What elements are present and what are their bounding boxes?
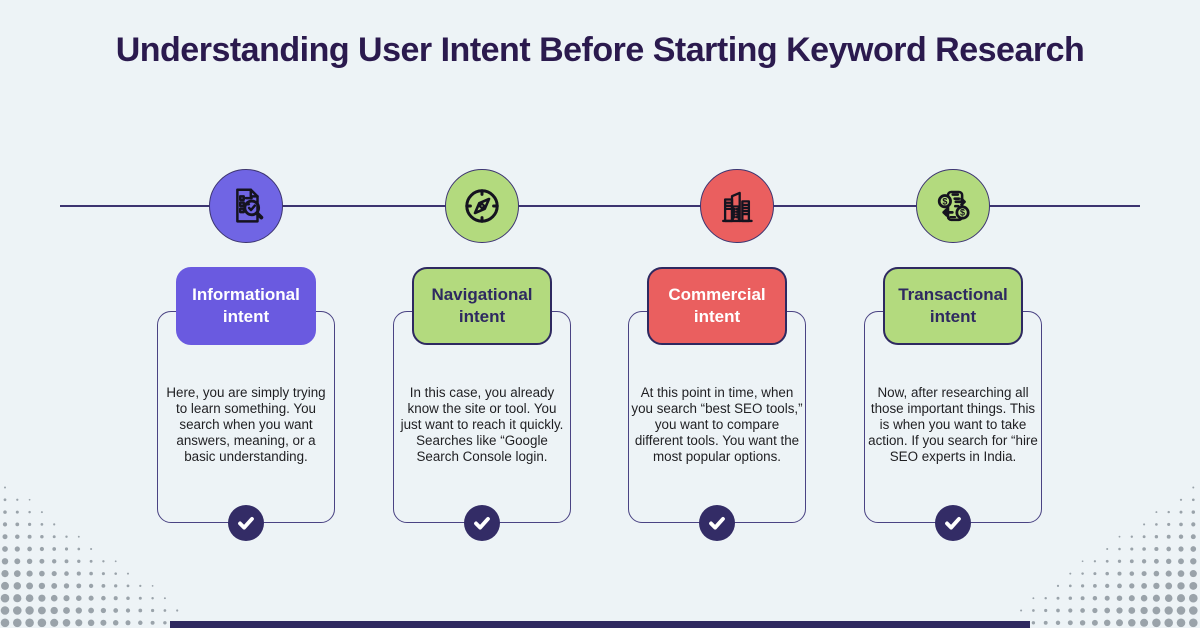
money-transfer-icon: $ $ (916, 169, 990, 243)
timeline-connector-line (60, 205, 1140, 207)
header-label: Informational intent (192, 285, 300, 326)
buildings-icon (700, 169, 774, 243)
compass-icon (445, 169, 519, 243)
svg-text:$: $ (942, 196, 947, 206)
check-icon (228, 505, 264, 541)
halftone-dots-bottom-left (0, 486, 203, 628)
check-icon (464, 505, 500, 541)
header-transactional-intent: Transactional intent (883, 267, 1023, 345)
column-commercial-intent: Commercial intent At this point in time,… (628, 0, 806, 628)
column-informational-intent: Informational intent Here, you are simpl… (157, 0, 335, 628)
header-navigational-intent: Navigational intent (412, 267, 552, 345)
card-body-text: At this point in time, when you search “… (631, 385, 803, 464)
header-label: Commercial intent (668, 285, 766, 326)
header-informational-intent: Informational intent (176, 267, 316, 345)
check-icon (699, 505, 735, 541)
header-commercial-intent: Commercial intent (647, 267, 787, 345)
halftone-dots-bottom-right (995, 486, 1198, 628)
card-body-text: In this case, you already know the site … (400, 385, 564, 464)
check-icon (935, 505, 971, 541)
header-label: Transactional intent (898, 285, 1008, 326)
bottom-accent-bar (170, 621, 1030, 628)
card-body-text: Now, after researching all those importa… (868, 385, 1038, 464)
svg-text:$: $ (960, 207, 965, 217)
page-title: Understanding User Intent Before Startin… (115, 31, 1085, 69)
document-search-icon (209, 169, 283, 243)
header-label: Navigational intent (431, 285, 533, 326)
column-transactional-intent: $ $ Transactional intent Now, after rese… (864, 0, 1042, 628)
column-navigational-intent: Navigational intent In this case, you al… (393, 0, 571, 628)
card-body-text: Here, you are simply trying to learn som… (166, 385, 326, 464)
